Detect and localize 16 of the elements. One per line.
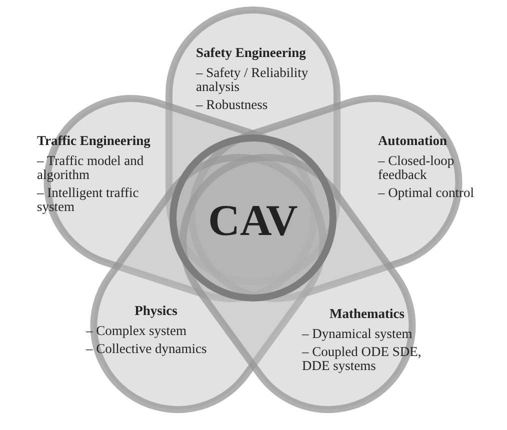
topic-item: – Robustness — [196, 97, 268, 112]
center-title: CAV — [208, 196, 298, 245]
topic-item: – Dynamical system — [302, 326, 412, 341]
topic-item: – Complex system — [86, 323, 186, 338]
topic-item: – Closed-loop feedback — [378, 153, 454, 182]
topic-item: – Safety / Reliability analysis — [196, 65, 308, 94]
topic-item: – Traffic model and algorithm — [37, 153, 144, 182]
petal-heading: Safety Engineering — [196, 45, 306, 60]
topic-item: – Collective dynamics — [86, 341, 207, 356]
topic-item: – Optimal control — [378, 185, 474, 200]
petal-heading: Traffic Engineering — [37, 133, 150, 148]
petal-heading: Mathematics — [330, 306, 404, 321]
topic-item: – Coupled ODE SDE, DDE systems — [302, 344, 422, 373]
petal-heading: Physics — [134, 303, 178, 318]
petal-heading: Automation — [378, 133, 448, 148]
topic-item: – Intelligent traffic system — [37, 185, 139, 214]
